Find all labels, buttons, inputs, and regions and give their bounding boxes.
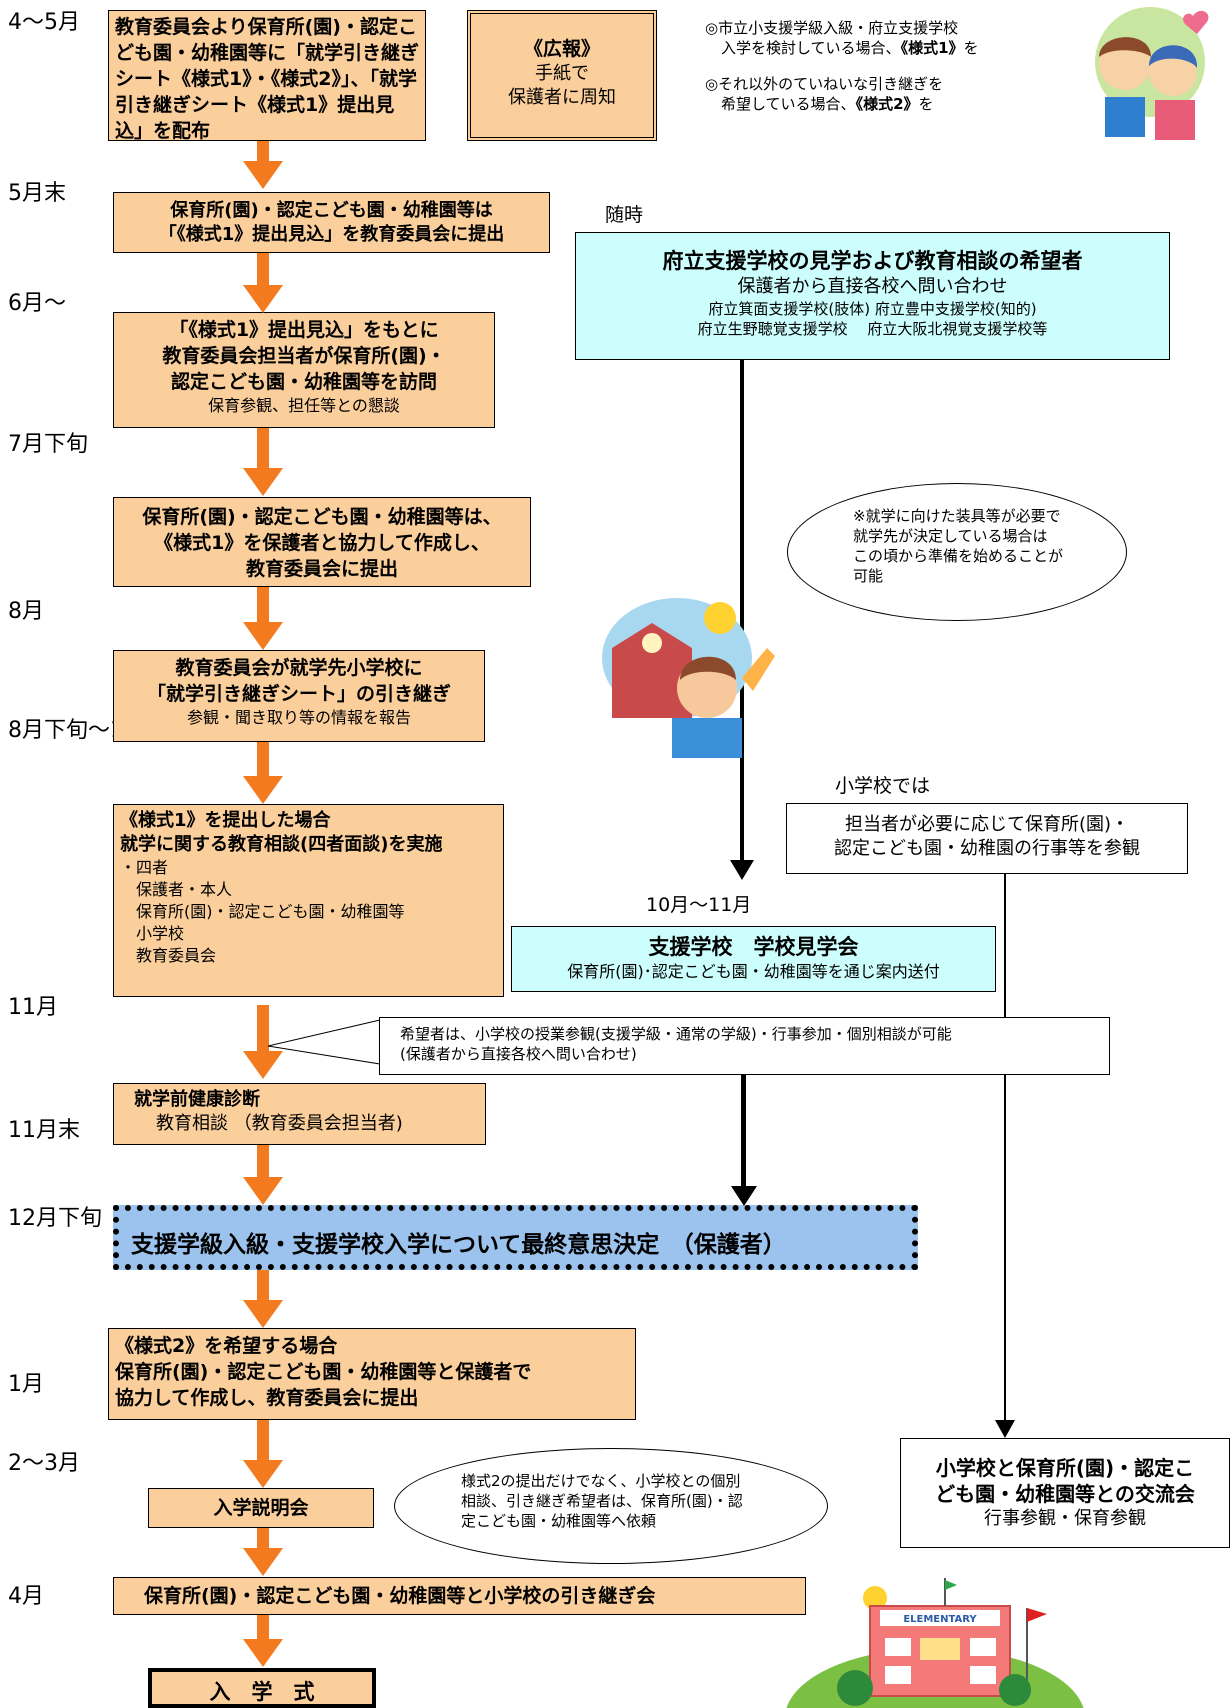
visit-main: 「《様式1》提出見込」をもとに 教育委員会担当者が保育所(園)・ 認定こども園・… [162,319,446,393]
consultation-title: 《様式1》を提出した場合 就学に関する教育相談(四者面談)を実施 [120,810,443,855]
month-label: 1月 [8,1372,44,1397]
equipment-note: ※就学に向けた装具等が必要で 就学先が決定している場合は この頃から準備を始める… [787,483,1127,621]
anytime-label: 随時 [605,204,644,226]
visit-fair-sub: 保育所(園)･認定こども園・幼稚園等を通じ案内送付 [567,962,940,981]
exchange-title: 小学校と保育所(園)・認定こ ども園・幼稚園等との交流会 [935,1456,1195,1506]
month-label: 7月下旬 [8,432,88,457]
school-boy-illustration [602,598,775,758]
month-label: 8月 [8,599,44,624]
support-school-title: 府立支援学校の見学および教育相談の希望者 [662,249,1083,273]
note-text: 入学を検討している場合、 [721,39,901,57]
note-line: ◎それ以外のていねいな引き継ぎを [705,75,944,93]
arrow-head [731,1186,757,1206]
handover-main: 教育委員会が就学先小学校に 「就学引き継ぎシート」の引き継ぎ [146,657,451,705]
visit-box: 「《様式1》提出見込」をもとに 教育委員会担当者が保育所(園)・ 認定こども園・… [113,312,495,428]
entrance-ceremony-box: 入 学 式 [148,1668,376,1708]
support-school-box: 府立支援学校の見学および教育相談の希望者 保護者から直接各校へ問い合わせ 府立箕… [575,232,1170,360]
note-line: 希望している場合、《様式2》を [705,94,1045,114]
callout-pointer [268,1019,381,1065]
callout-box: 希望者は、小学校の授業参観(支援学級・通常の学級)・行事参加・個別相談が可能 (… [379,1017,1110,1075]
exchange-sub: 行事参観・保育参観 [984,1508,1146,1529]
arrow-head [730,860,754,880]
publicity-box: 《広報》 手紙で 保護者に周知 [467,10,657,141]
form2-box: 《様式2》を希望する場合 保育所(園)・認定こども園・幼稚園等と保護者で 協力し… [108,1328,636,1420]
handover-sub: 参観・聞き取り等の情報を報告 [186,708,411,727]
oct-nov-label: 10月～11月 [646,894,752,916]
note-text: を [963,39,979,57]
note-bold: 《様式2》 [855,95,919,113]
create-form1-box: 保育所(園)・認定こども園・幼稚園等は、 《様式1》を保護者と協力して作成し、 … [113,497,531,587]
month-label: 4月 [8,1584,44,1609]
school-sign: ELEMENTARY [903,1614,977,1625]
connector-line [741,1075,746,1190]
month-label: 2～3月 [8,1451,80,1476]
connector-line [1004,874,1006,1424]
month-label: 4～5月 [8,10,80,35]
health-sub: 教育相談 （教育委員会担当者) [156,1113,403,1134]
arrow-head [995,1420,1015,1438]
publicity-title: 《広報》 [523,38,600,60]
health-title: 就学前健康診断 [134,1089,260,1110]
health-check-box: 就学前健康診断 教育相談 （教育委員会担当者) [113,1083,486,1145]
consultation-list: ・四者 保護者・本人 保育所(園)・認定こども園・幼稚園等 小学校 教育委員会 [120,858,405,965]
top-notes: ◎市立小支援学級入級・府立支援学校 入学を検討している場合、《様式1》を ◎それ… [705,18,1045,114]
school-visit-fair-box: 支援学校 学校見学会 保育所(園)･認定こども園・幼稚園等を通じ案内送付 [511,926,996,992]
children-illustration [1095,7,1209,140]
visit-sub: 保育参観、担任等との懇談 [208,396,400,415]
handover-box: 教育委員会が就学先小学校に 「就学引き継ぎシート」の引き継ぎ 参観・聞き取り等の… [113,650,485,742]
note-text: を [918,95,934,113]
note-line: ◎市立小支援学級入級・府立支援学校 [705,19,959,37]
note-line: 入学を検討している場合、《様式1》を [705,38,1045,58]
briefing-box: 入学説明会 [148,1488,374,1528]
form2-note: 様式2の提出だけでなく、小学校との個別 相談、引き継ぎ希望者は、保育所(園)・認… [394,1448,828,1564]
month-label: 11月末 [8,1118,80,1143]
connector-line [740,360,744,865]
final-decision-box: 支援学級入級・支援学校入学について最終意思決定 （保護者） [113,1205,918,1270]
elementary-school-illustration: ELEMENTARY [786,1578,1084,1708]
distribute-box: 教育委員会より保育所(園)・認定こども園・幼稚園等に「就学引き継ぎシート《様式1… [108,10,426,142]
note-text: 希望している場合、 [721,95,856,113]
month-label: 11月 [8,995,58,1020]
consultation-box: 《様式1》を提出した場合 就学に関する教育相談(四者面談)を実施 ・四者 保護者… [113,804,504,997]
elementary-label: 小学校では [835,775,931,797]
support-school-sub: 保護者から直接各校へ問い合わせ [737,276,1008,297]
month-label: 5月末 [8,181,66,206]
support-school-list: 府立箕面支援学校(肢体) 府立豊中支援学校(知的) 府立生野聴覚支援学校 府立大… [697,300,1048,338]
month-label: 12月下旬 [8,1206,102,1231]
exchange-box: 小学校と保育所(園)・認定こ ども園・幼稚園等との交流会 行事参観・保育参観 [900,1438,1230,1548]
visit-fair-title: 支援学校 学校見学会 [648,935,859,959]
note-bold: 《様式1》 [900,39,964,57]
publicity-body: 手紙で 保護者に周知 [508,63,616,108]
month-label: 6月～ [8,291,66,316]
elementary-observation-box: 担当者が必要に応じて保育所(園)・ 認定こども園・幼稚園の行事等を参観 [786,803,1188,874]
handover-meeting-box: 保育所(園)・認定こども園・幼稚園等と小学校の引き継ぎ会 [113,1577,806,1615]
submit-estimate-box: 保育所(園)・認定こども園・幼稚園等は 「《様式1》提出見込」を教育委員会に提出 [113,192,550,253]
